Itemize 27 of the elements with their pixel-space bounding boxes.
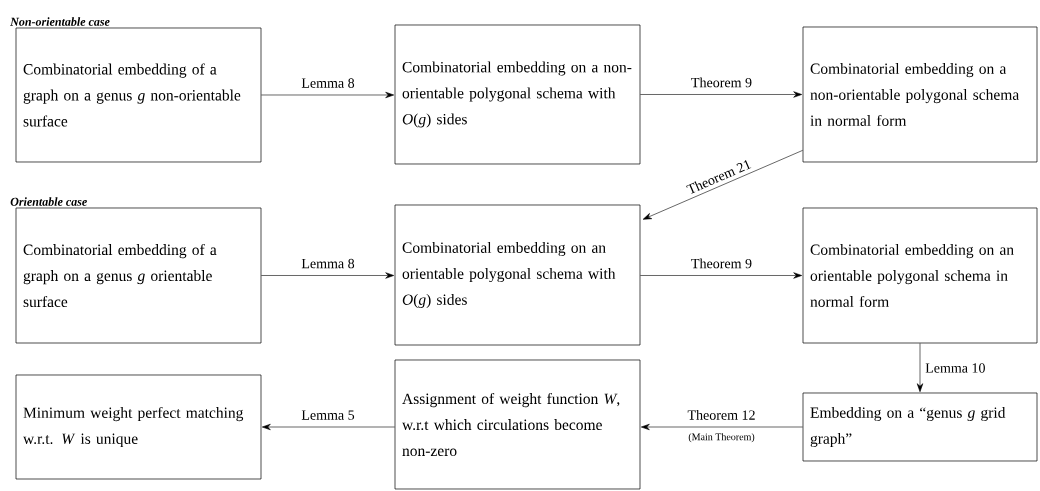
edge-label: Theorem 9	[690, 76, 753, 89]
process-box: Combinatorial embedding of a graph on a genus g non-orientable surface	[15, 27, 262, 163]
edge-label: Lemma 10	[924, 362, 987, 374]
process-box: Combinatorial embedding on an orientable polygonal schema with O(g) sides	[394, 204, 641, 346]
process-box: Embedding on a “genus g grid graph”	[802, 392, 1038, 462]
edge-label: Theorem 9	[690, 257, 753, 270]
section-heading: Orientable case	[10, 197, 87, 206]
process-box: Combinatorial embedding on a non-orientable polygonal schema with O(g) sides	[394, 24, 641, 165]
arrow	[261, 91, 395, 99]
arrow	[640, 91, 803, 98]
process-box: Assignment of weight function W, w.r.t which circulations become non-zero	[394, 359, 641, 490]
process-box: Minimum weight perfect matching w.r.t. W is unique	[15, 374, 262, 480]
arrow	[261, 272, 395, 279]
process-box: Combinatorial embedding on a non-orientable polygonal schema in normal form	[802, 26, 1038, 163]
arrow	[916, 343, 924, 393]
section-heading: Non-orientable case	[10, 17, 110, 26]
edge-note: (Main Theorem)	[688, 433, 755, 443]
process-box: Combinatorial embedding of a graph on a genus g orientable surface	[15, 207, 262, 344]
edge-label: Theorem 12	[686, 408, 757, 421]
edge-label: Lemma 8	[300, 77, 356, 89]
arrow	[640, 272, 803, 279]
edge-label: Lemma 8	[300, 257, 356, 270]
arrow	[261, 423, 395, 431]
arrow	[640, 423, 803, 431]
edge-label: Lemma 5	[300, 409, 356, 421]
arrow	[642, 150, 803, 220]
process-box: Combinatorial embedding on an orientable polygonal schema in normal form	[802, 207, 1038, 344]
